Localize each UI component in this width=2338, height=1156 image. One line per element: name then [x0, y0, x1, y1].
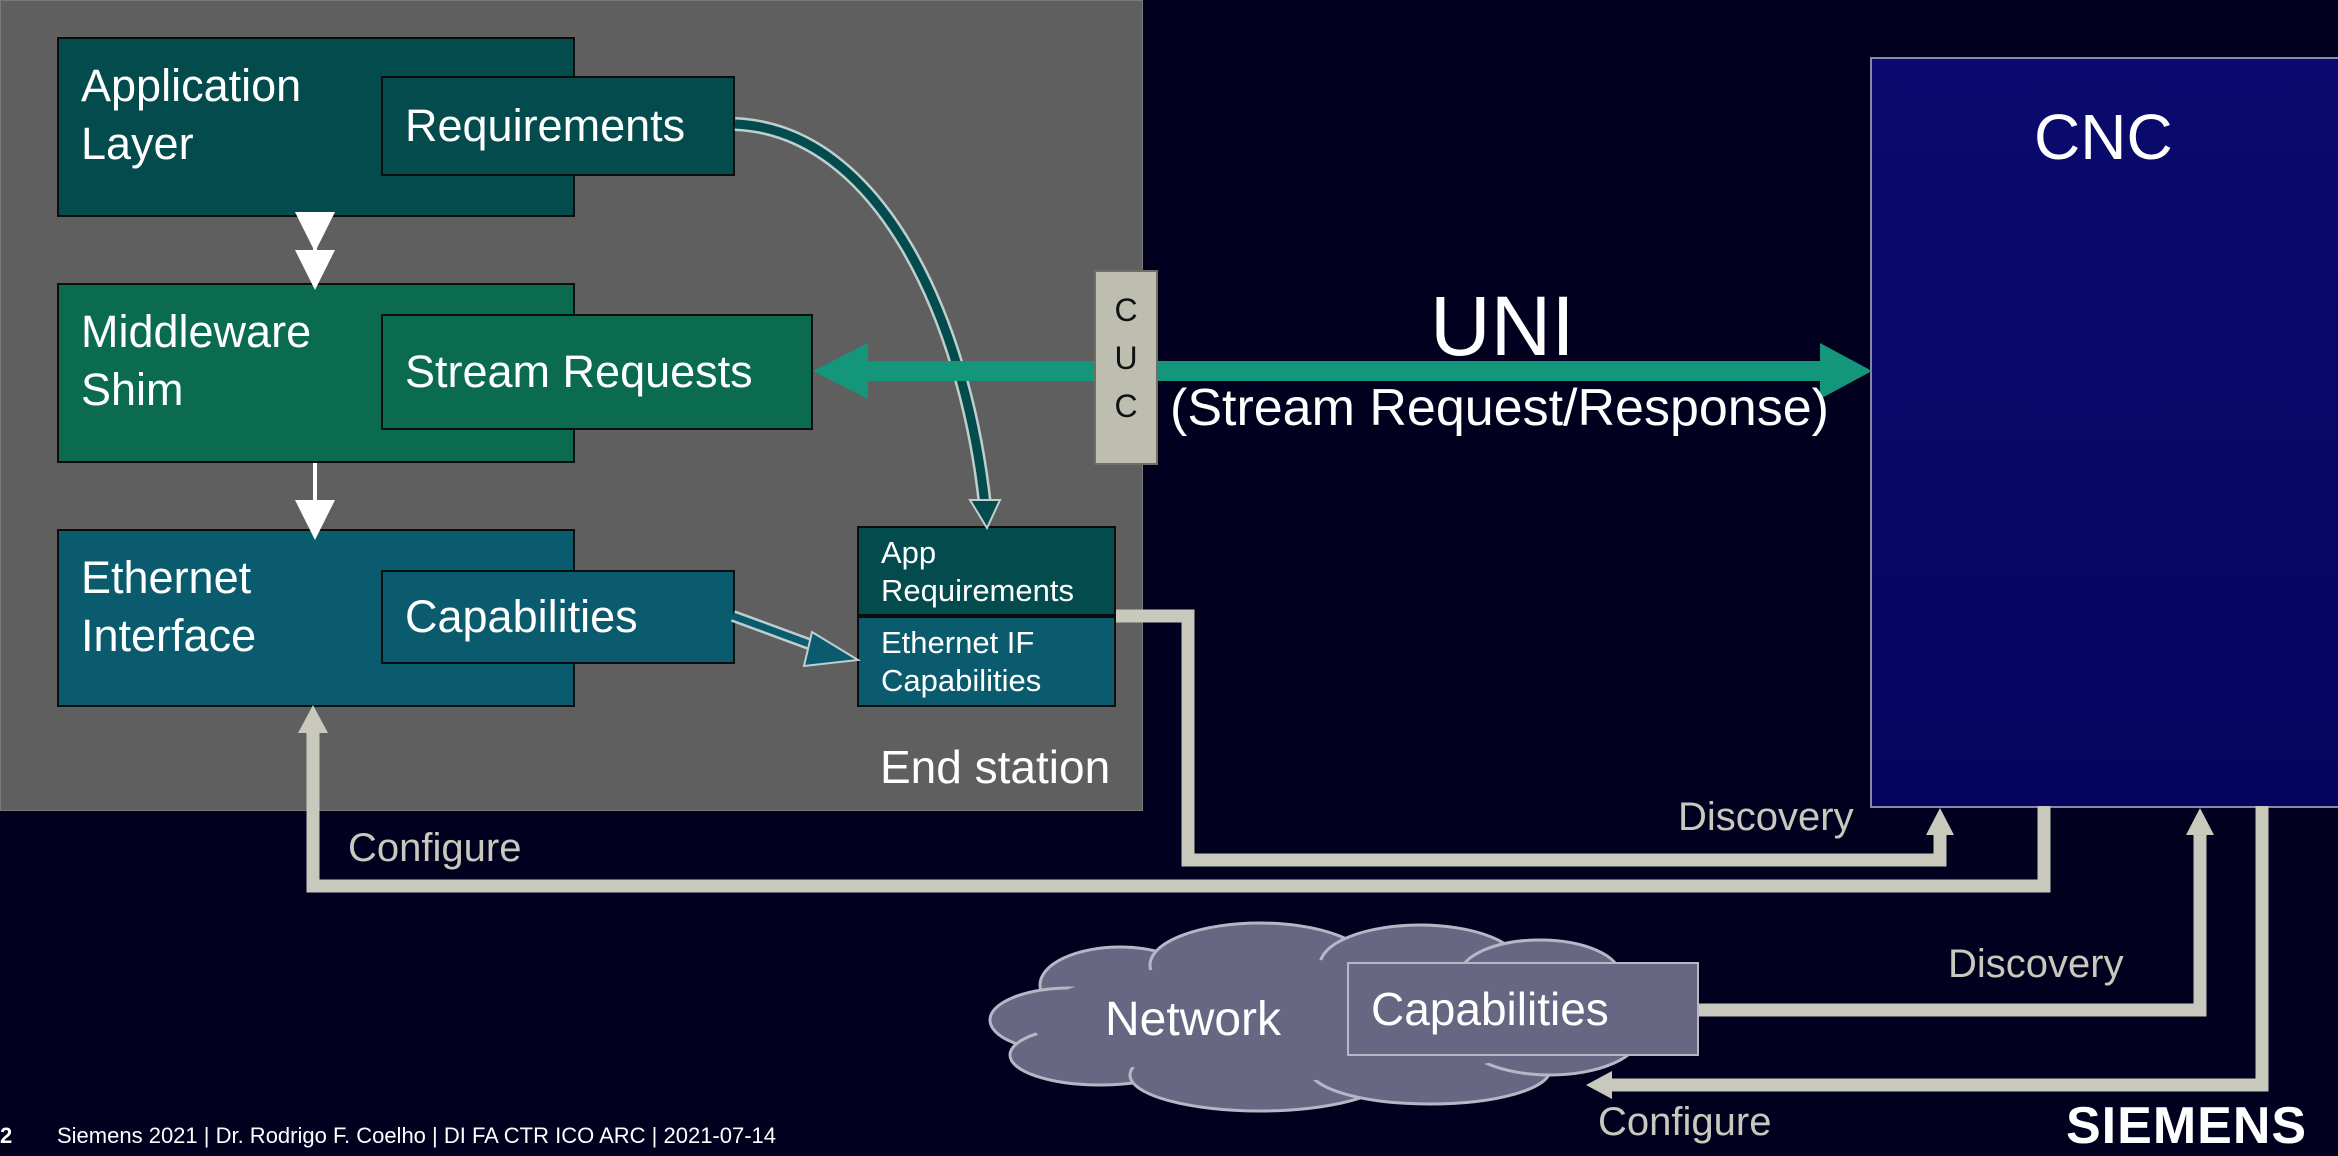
cnc-title: CNC [2034, 101, 2173, 173]
ethernet-interface-title: Ethernet Interface [81, 552, 257, 661]
capabilities-box: Capabilities [381, 570, 735, 664]
configure-flow-1 [306, 730, 2051, 893]
footer-text: Siemens 2021 | Dr. Rodrigo F. Coelho | D… [57, 1123, 777, 1148]
cuc-letter: C [1114, 388, 1138, 424]
configure-arrowhead-1 [298, 705, 328, 733]
requirements-curved-arrow [734, 117, 1002, 531]
end-station-label: End station [880, 741, 1111, 793]
discovery-arrowhead-2 [2186, 808, 2214, 835]
discovery-flow-2 [1699, 830, 2207, 1017]
discovery-label: Discovery [1678, 795, 1854, 839]
application-layer-title: Application Layer [81, 60, 302, 169]
configure-arrowhead-2 [1586, 1071, 1612, 1099]
capabilities-arrow [730, 610, 862, 668]
cuc-letter: C [1114, 292, 1138, 328]
configure-label: Configure [348, 826, 522, 870]
siemens-logo: SIEMENS [2066, 1097, 2308, 1155]
cuc-box: C U C [1094, 270, 1158, 465]
requirements-box: Requirements [381, 76, 735, 176]
configure-label: Configure [1598, 1100, 1772, 1144]
page-number: 2 [0, 1123, 13, 1148]
discovery-flow-1 [1116, 609, 1947, 867]
ethernet-if-capabilities-box: Ethernet IF Capabilities [857, 616, 1116, 707]
network-capabilities-box: Capabilities [1347, 962, 1699, 1056]
uni-label: UNI [1430, 279, 1575, 373]
application-layer-box: Application Layer [57, 37, 575, 217]
app-requirements-box: App Requirements [857, 526, 1116, 616]
discovery-label: Discovery [1948, 942, 2124, 986]
uni-subtitle: (Stream Request/Response) [1170, 379, 1829, 437]
configure-flow-2 [1610, 806, 2269, 1092]
middleware-shim-title: Middleware Shim [81, 306, 312, 415]
discovery-arrowhead-1 [1926, 808, 1954, 835]
cuc-letter: U [1114, 340, 1138, 376]
cnc-box [1870, 57, 2338, 808]
stream-requests-box: Stream Requests [381, 314, 813, 430]
network-label: Network [1105, 993, 1282, 1046]
